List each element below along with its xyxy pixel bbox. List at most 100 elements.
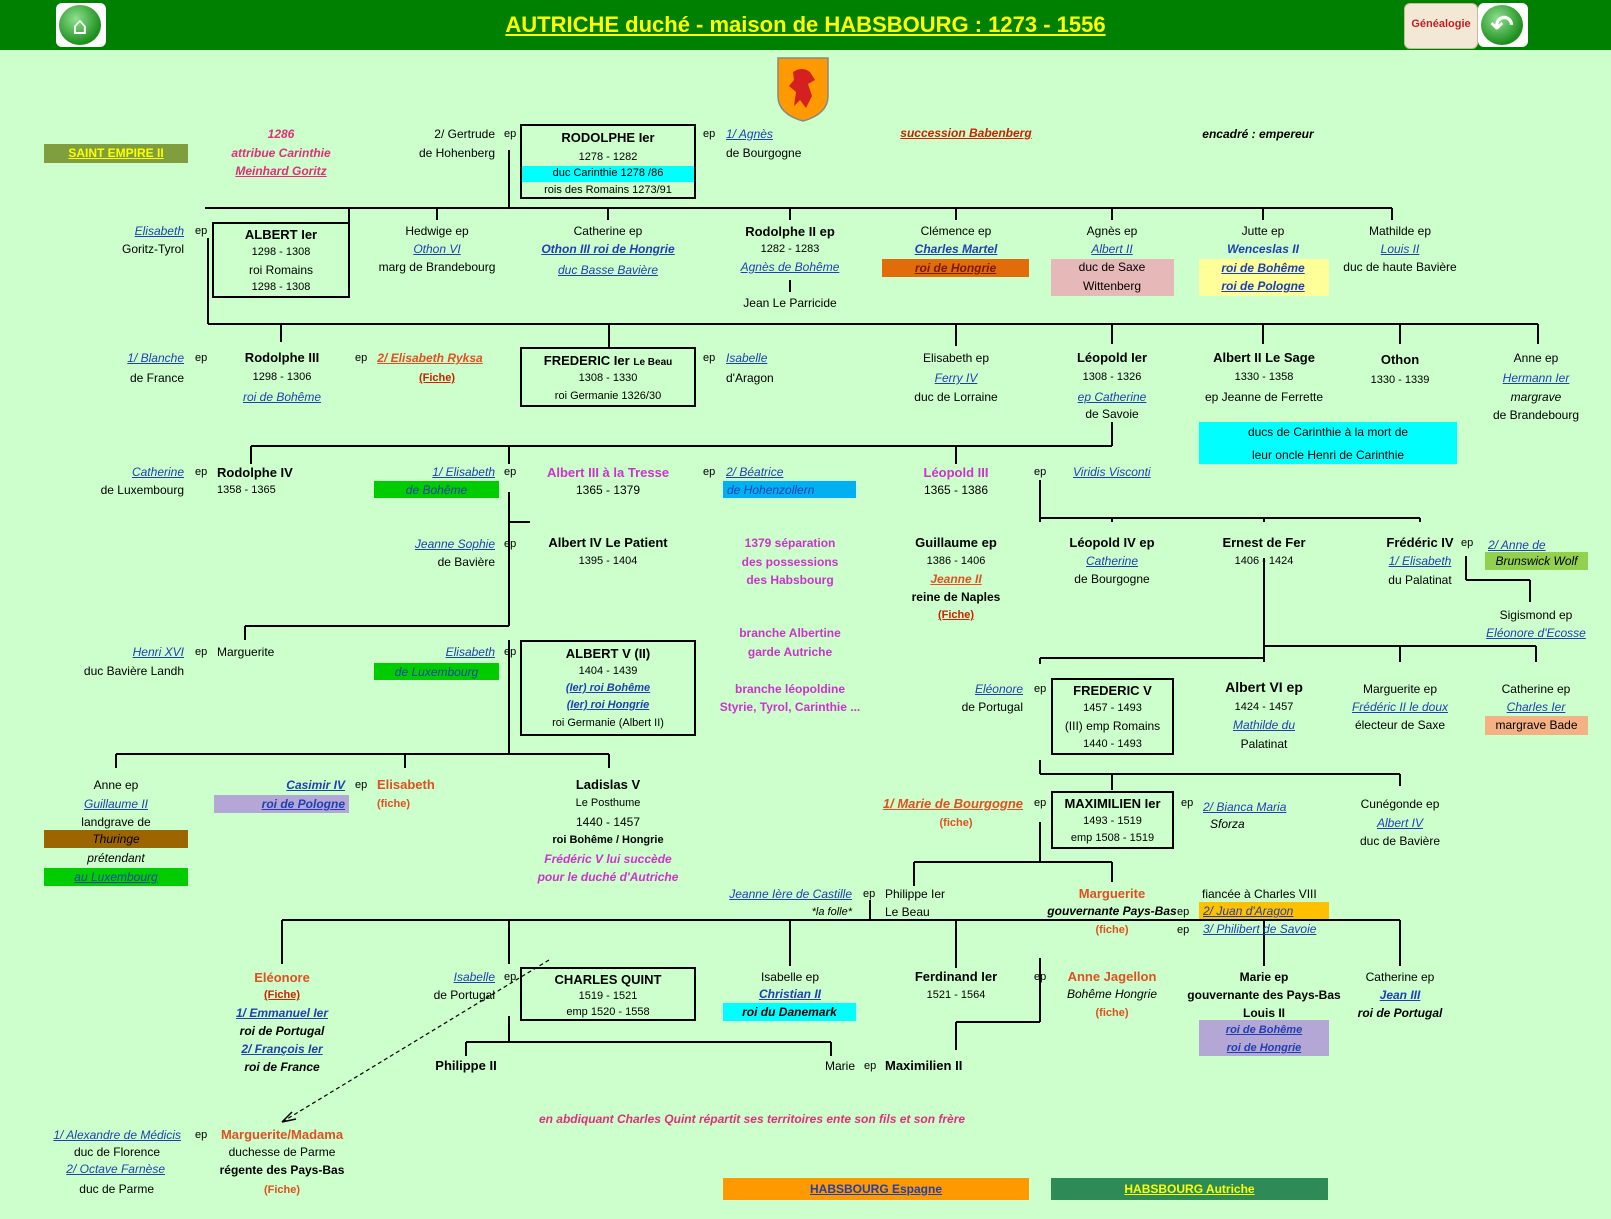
meinhard-link[interactable]: Meinhard Goritz	[235, 164, 327, 178]
charles1-link[interactable]: Charles Ier	[1506, 700, 1566, 714]
mathilde-du-link[interactable]: Mathilde du	[1232, 718, 1296, 732]
alexandre-medicis-link[interactable]: 1/ Alexandre de Médicis	[53, 1128, 181, 1142]
page-title[interactable]: AUTRICHE duché - maison de HABSBOURG : 1…	[505, 12, 1106, 37]
eleonore-ecosse-link[interactable]: Eléonore d'Ecosse	[1486, 626, 1586, 640]
fiche-link[interactable]: (Fiche)	[418, 372, 456, 384]
philibert-savoie-link[interactable]: 3/ Philibert de Savoie	[1203, 922, 1317, 936]
emmanuel1-link[interactable]: 1/ Emmanuel Ier	[235, 1006, 329, 1020]
bianca-maria-link[interactable]: 2/ Bianca Maria	[1203, 800, 1287, 814]
elisabeth-lux-link[interactable]: Elisabeth	[445, 645, 495, 659]
habsbourg-autriche-link[interactable]: HABSBOURG Autriche	[1051, 1178, 1328, 1200]
ferry4-link[interactable]: Ferry IV	[934, 371, 978, 385]
albert4-baviere-link[interactable]: Albert IV	[1376, 816, 1424, 830]
albert5-boheme-link[interactable]: (Ier) roi Bohême	[565, 682, 651, 694]
agnes2: Agnès ep	[1086, 224, 1138, 238]
fiche-link[interactable]: (fiche)	[939, 817, 973, 829]
succession-babenberg-link[interactable]: succession Babenberg	[900, 126, 1032, 140]
agnes-boheme-link[interactable]: Agnès de Bohême	[740, 260, 840, 274]
anne-ep: Anne ep	[93, 778, 139, 792]
rodolphe1-name[interactable]: RODOLPHE Ier	[561, 130, 655, 145]
fiche-link[interactable]: (fiche)	[1095, 1007, 1129, 1019]
jeanne-castille-link[interactable]: Jeanne Ière de Castille	[729, 887, 852, 901]
roi-boheme-link[interactable]: roi de Bohême	[1221, 261, 1305, 275]
albert2-saxe-link[interactable]: Albert II	[1091, 242, 1133, 256]
jeanne-sophie-link[interactable]: Jeanne Sophie	[414, 537, 495, 551]
home-button[interactable]: ⌂	[56, 3, 106, 47]
ducs-carinthie-1: ducs de Carinthie à la mort de	[1247, 425, 1409, 439]
albert1-name[interactable]: ALBERT Ier	[244, 227, 318, 242]
fiche-link[interactable]: (fiche)	[377, 798, 410, 810]
roi-boheme-link[interactable]: roi de Bohême	[1225, 1024, 1303, 1036]
agnes-link[interactable]: 1/ Agnès	[726, 127, 773, 141]
saint-empire-link[interactable]: SAINT EMPIRE II	[44, 144, 188, 163]
band-juan-aragon[interactable]: 2/ Juan d'Aragon	[1199, 902, 1329, 919]
anne-de-link[interactable]: 2/ Anne de	[1488, 538, 1546, 552]
guillaume2-link[interactable]: Guillaume II	[83, 797, 149, 811]
band-roi-pologne[interactable]: roi de Pologne	[214, 795, 349, 813]
viridis-link[interactable]: Viridis Visconti	[1073, 465, 1151, 479]
ducs-carinthie-2: leur oncle Henri de Carinthie	[1251, 448, 1405, 462]
charles-martel-link[interactable]: Charles Martel	[914, 242, 998, 256]
roi-pologne-link[interactable]: roi de Pologne	[1221, 279, 1305, 293]
band-hohenzollern[interactable]: de Hohenzollern	[723, 481, 856, 498]
catherine-link[interactable]: Catherine	[131, 465, 184, 479]
francois1-link[interactable]: 2/ François Ier	[241, 1042, 323, 1056]
jean3-link[interactable]: Jean III	[1379, 988, 1421, 1002]
othon3-link[interactable]: Othon III roi de Hongrie	[541, 242, 675, 256]
octave-farnese-link[interactable]: 2/ Octave Farnèse	[66, 1162, 165, 1176]
elisabeth1-link[interactable]: 1/ Elisabeth	[432, 465, 495, 479]
fiche-link[interactable]: (Fiche)	[263, 989, 301, 1001]
louis2-link[interactable]: Louis II	[1380, 242, 1420, 256]
elisabeth1-palatinat-link[interactable]: 1/ Elisabeth	[1388, 554, 1452, 568]
frederic2-doux-link[interactable]: Frédéric II le doux	[1351, 700, 1449, 714]
hermann-link[interactable]: Hermann Ier	[1502, 371, 1570, 385]
fiche-link[interactable]: (fiche)	[1095, 924, 1129, 936]
blanche-link[interactable]: 1/ Blanche	[127, 351, 184, 365]
box-rodolphe1: RODOLPHE Ier 1278 - 1282 duc Carinthie 1…	[520, 124, 696, 199]
eleonore-portugal-link[interactable]: Eléonore	[974, 682, 1023, 696]
ep-catherine-link[interactable]: ep Catherine	[1077, 390, 1147, 404]
isabelle-link[interactable]: Isabelle	[726, 351, 768, 365]
albert5-name[interactable]: ALBERT V (II)	[565, 646, 651, 661]
frederic5-name[interactable]: FREDERIC V	[1073, 683, 1152, 698]
maximilien1-name[interactable]: MAXIMILIEN Ier	[1064, 796, 1161, 811]
ep-label: ep	[703, 352, 716, 364]
band-roi-hongrie[interactable]: roi de Hongrie	[882, 259, 1029, 277]
le-beau: Le Beau	[885, 905, 930, 919]
marie-bourgogne-link[interactable]: 1/ Marie de Bourgogne	[882, 796, 1023, 811]
fiche-link[interactable]: (Fiche)	[937, 609, 975, 621]
louis2: Louis II	[1243, 1006, 1285, 1020]
frederic1-name[interactable]: FREDERIC Ier Le Beau	[543, 353, 673, 368]
ep-label: ep	[1177, 924, 1190, 936]
othon6-link[interactable]: Othon VI	[413, 242, 461, 256]
back-button[interactable]: ↶	[1478, 3, 1528, 47]
marguerite-pays-bas: Marguerite	[1078, 886, 1146, 901]
separation-2: des possessions	[741, 555, 839, 569]
habsbourg-espagne-link[interactable]: HABSBOURG Espagne	[723, 1178, 1029, 1200]
band-au-luxembourg[interactable]: au Luxembourg	[44, 868, 188, 886]
band-de-boheme[interactable]: de Bohême	[374, 481, 499, 498]
casimir-link[interactable]: Casimir IV	[286, 778, 345, 792]
band-boheme-pologne	[1199, 259, 1329, 296]
duc-basse-baviere-link[interactable]: duc Basse Bavière	[557, 263, 659, 277]
frederic5-dates: 1457 - 1493	[1083, 702, 1142, 714]
henri16-link[interactable]: Henri XVI	[132, 645, 184, 659]
rodolphe3-roi-boheme-link[interactable]: roi de Bohême	[242, 390, 322, 404]
isabelle-portugal-link[interactable]: Isabelle	[453, 970, 495, 984]
albert5-hongrie-link[interactable]: (Ier) roi Hongrie	[566, 699, 650, 711]
roi-hongrie-link[interactable]: roi de Hongrie	[1226, 1042, 1302, 1054]
christian2-link[interactable]: Christian II	[758, 987, 822, 1001]
elisabeth-link[interactable]: Elisabeth	[134, 224, 184, 238]
albert1-dates: 1298 - 1308	[251, 246, 311, 258]
duc-saxe: duc de Saxe	[1078, 260, 1146, 274]
band-de-luxembourg[interactable]: de Luxembourg	[374, 663, 499, 680]
jeanne2-link[interactable]: Jeanne II	[930, 572, 982, 586]
fiche-link[interactable]: (Fiche)	[263, 1184, 301, 1196]
elisabeth-ryksa-link[interactable]: 2/ Elisabeth Ryksa	[377, 351, 483, 365]
ep-jeanne-ferrette: ep Jeanne de Ferrette	[1204, 390, 1324, 404]
pour-duche: pour le duché d'Autriche	[537, 870, 679, 884]
genealogie-button[interactable]: Généalogie	[1404, 3, 1478, 49]
catherine-bourgogne-link[interactable]: Catherine	[1085, 554, 1139, 568]
charles-quint-name[interactable]: CHARLES QUINT	[554, 972, 662, 987]
beatrice-link[interactable]: 2/ Béatrice	[726, 465, 784, 479]
